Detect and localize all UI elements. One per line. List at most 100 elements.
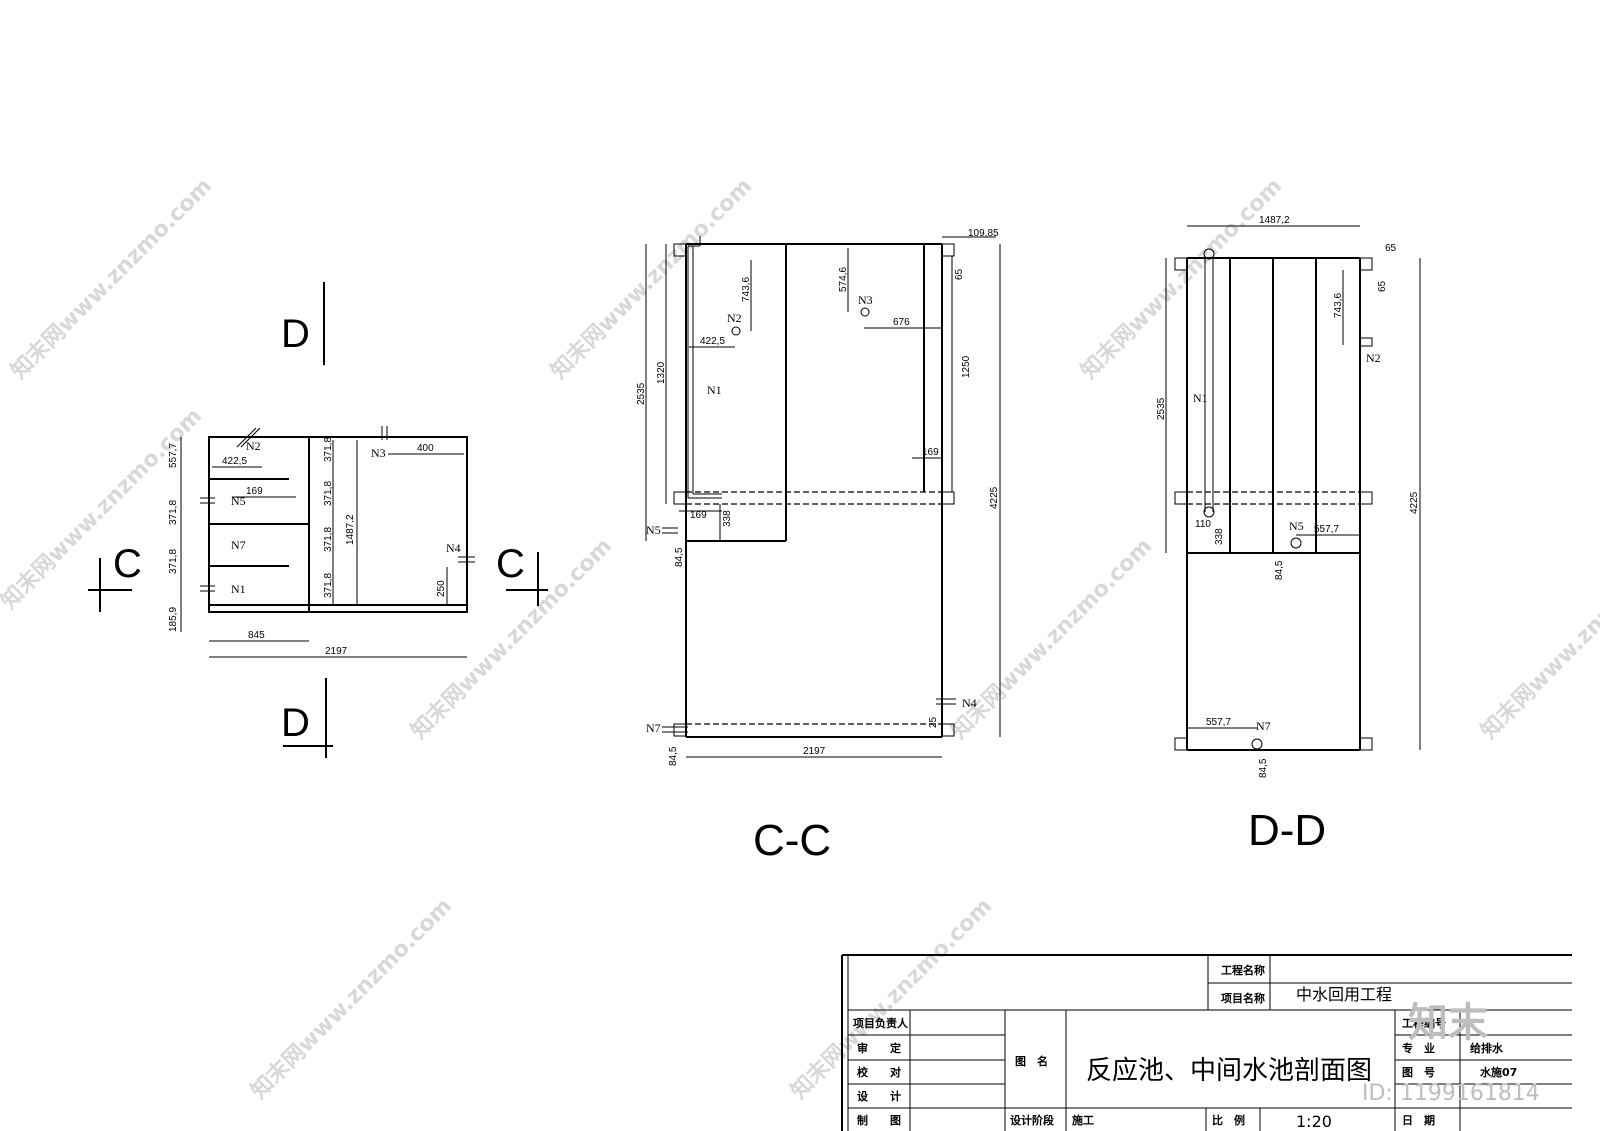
- dim-1487-2: 1487,2: [345, 514, 356, 545]
- nozzle-n4-label: N4: [446, 541, 461, 555]
- cc-dim-574-6: 574,6: [838, 267, 849, 292]
- dd-nozzle-n7-label: N7: [1256, 719, 1271, 733]
- dd-nozzle-n5-label: N5: [1289, 519, 1304, 533]
- cc-dim-84-5: 84,5: [674, 547, 685, 567]
- dd-dim-2535: 2535: [1156, 397, 1167, 420]
- watermark-text: 知末网www.znzmo.com: [246, 893, 457, 1104]
- tb-item-name-label: 项目名称: [1221, 991, 1265, 1005]
- watermark-text: 知末网www.znzmo.com: [546, 173, 757, 384]
- cc-dim-25: 25: [928, 716, 939, 728]
- nozzle-n5-label: N5: [231, 494, 246, 508]
- tb-date-label: 日 期: [1402, 1113, 1435, 1127]
- dim-845: 845: [248, 630, 265, 641]
- tb-item-name-value: 中水回用工程: [1296, 985, 1392, 1004]
- tb-stage-value: 施工: [1072, 1113, 1094, 1127]
- tb-leader-label: 项目负责人: [853, 1016, 909, 1030]
- section-marker-d-top: D: [281, 312, 310, 356]
- dim-371-8-v: 371,8: [323, 573, 334, 598]
- tb-drawing-title: 反应池、中间水池剖面图: [1086, 1056, 1372, 1086]
- dim-169: 169: [246, 486, 263, 497]
- tb-draw-label: 制 图: [857, 1113, 901, 1127]
- cc-dim-84-5-b: 84,5: [668, 746, 679, 766]
- dim-400: 400: [417, 443, 434, 454]
- cc-dim-422-5: 422,5: [700, 336, 725, 347]
- tb-approve-label: 审 定: [857, 1041, 901, 1055]
- watermark-text: 知末网www.znzmo.com: [6, 173, 217, 384]
- dd-dim-84-5-b: 84,5: [1258, 758, 1269, 778]
- tb-profession-label: 专 业: [1402, 1041, 1435, 1055]
- dd-dim-65-b: 65: [1377, 280, 1388, 292]
- nozzle-n3-label: N3: [371, 446, 386, 460]
- cc-dim-1320: 1320: [656, 361, 667, 384]
- cc-nozzle-n3-label: N3: [858, 293, 873, 307]
- cc-dim-1250: 1250: [961, 355, 972, 378]
- tb-drawing-no-value: 水施07: [1480, 1065, 1517, 1079]
- dim-371-8-v: 371,8: [323, 481, 334, 506]
- tb-scale-label: 比 例: [1212, 1113, 1245, 1127]
- section-cc-title: C-C: [753, 816, 831, 865]
- dim-422-5: 422,5: [222, 456, 247, 467]
- tb-check-label: 校 对: [857, 1065, 901, 1079]
- cc-nozzle-n1-label: N1: [707, 383, 722, 397]
- dd-dim-557-7-a: 557,7: [1314, 524, 1339, 535]
- cc-nozzle-n5-label: N5: [646, 523, 661, 537]
- cc-nozzle-n4-label: N4: [962, 696, 977, 710]
- dim-2197: 2197: [325, 646, 348, 657]
- dd-dim-743-6: 743,6: [1333, 293, 1344, 318]
- cc-dim-2535: 2535: [636, 382, 647, 405]
- section-dd: N1 1487,2 65 65 743,6 N2 2535 4225 110 3…: [1156, 215, 1421, 855]
- dim-371-8-v: 371,8: [323, 527, 334, 552]
- tb-stage-label: 设计阶段: [1010, 1113, 1054, 1127]
- dd-nozzle-n1-label: N1: [1193, 391, 1208, 405]
- dd-dim-110: 110: [1195, 519, 1211, 530]
- cc-nozzle-n7-label: N7: [646, 721, 661, 735]
- watermark-text: 知末网www.znzmo.com: [1076, 173, 1287, 384]
- section-cc: N1 N2 N3 743,6 574,6 422,5 676 169 2535 …: [636, 228, 1001, 865]
- dim-371-8: 371,8: [168, 500, 179, 525]
- tb-scale-value: 1:20: [1296, 1112, 1332, 1131]
- cc-dim-109-85: 109,85: [968, 228, 999, 239]
- section-marker-c-left: C: [113, 542, 142, 586]
- nozzle-n1-label: N1: [231, 582, 246, 596]
- cc-dim-169-b: 169: [690, 510, 707, 521]
- cc-dim-4225: 4225: [989, 486, 1000, 509]
- cc-dim-676: 676: [893, 317, 910, 328]
- title-block: 工程名称 项目名称 中水回用工程 项目负责人 审 定 校 对 设 计 制 图 图…: [841, 954, 1572, 1131]
- dd-dim-338: 338: [1214, 528, 1225, 545]
- brand-id: ID: 1199161814: [1362, 1081, 1540, 1106]
- dim-371-8-v: 371,8: [323, 437, 334, 462]
- tb-project-name-label: 工程名称: [1221, 963, 1265, 977]
- nozzle-n7-label: N7: [231, 538, 246, 552]
- dim-185-9: 185,9: [168, 607, 179, 632]
- brand-logo: 知末: [1408, 1000, 1488, 1046]
- cc-dim-169: 169: [922, 447, 939, 458]
- dd-dim-65-a: 65: [1385, 243, 1397, 254]
- dd-dim-84-5-a: 84,5: [1274, 560, 1285, 580]
- cc-dim-338: 338: [722, 510, 733, 527]
- cc-nozzle-n2-label: N2: [727, 311, 742, 325]
- section-marker-d-bottom: D: [281, 701, 310, 745]
- dim-250: 250: [436, 580, 447, 597]
- nozzle-n2-label: N2: [246, 439, 261, 453]
- dim-557-7: 557,7: [168, 443, 179, 468]
- section-dd-title: D-D: [1248, 806, 1326, 855]
- tb-proj-no-label: 工程编号: [1402, 1016, 1446, 1030]
- section-marker-c-right: C: [496, 542, 525, 586]
- tb-drawing-no-label: 图 号: [1402, 1066, 1435, 1079]
- dd-dim-4225: 4225: [1409, 491, 1420, 514]
- cc-dim-743-6: 743,6: [741, 277, 752, 302]
- cc-dim-2197: 2197: [803, 746, 826, 757]
- tb-design-label: 设 计: [857, 1089, 901, 1103]
- brand-overlay: 知末 ID: 1199161814: [1362, 1000, 1540, 1106]
- watermark-text: 知末网www.znzmo.com: [1476, 533, 1600, 744]
- dim-371-8: 371,8: [168, 549, 179, 574]
- plan-view: 557,7 371,8 371,8 185,9 N5 N7 N1 N2 422,…: [88, 282, 548, 758]
- watermark-text: 知末网www.znzmo.com: [946, 533, 1157, 744]
- cc-dim-65: 65: [954, 268, 965, 280]
- dd-nozzle-n2-label: N2: [1366, 351, 1381, 365]
- tb-drawing-name-label: 图 名: [1015, 1054, 1048, 1068]
- dd-dim-557-7-b: 557,7: [1206, 717, 1231, 728]
- dd-dim-1487-2: 1487,2: [1259, 215, 1290, 226]
- tb-profession-value: 给排水: [1470, 1041, 1504, 1055]
